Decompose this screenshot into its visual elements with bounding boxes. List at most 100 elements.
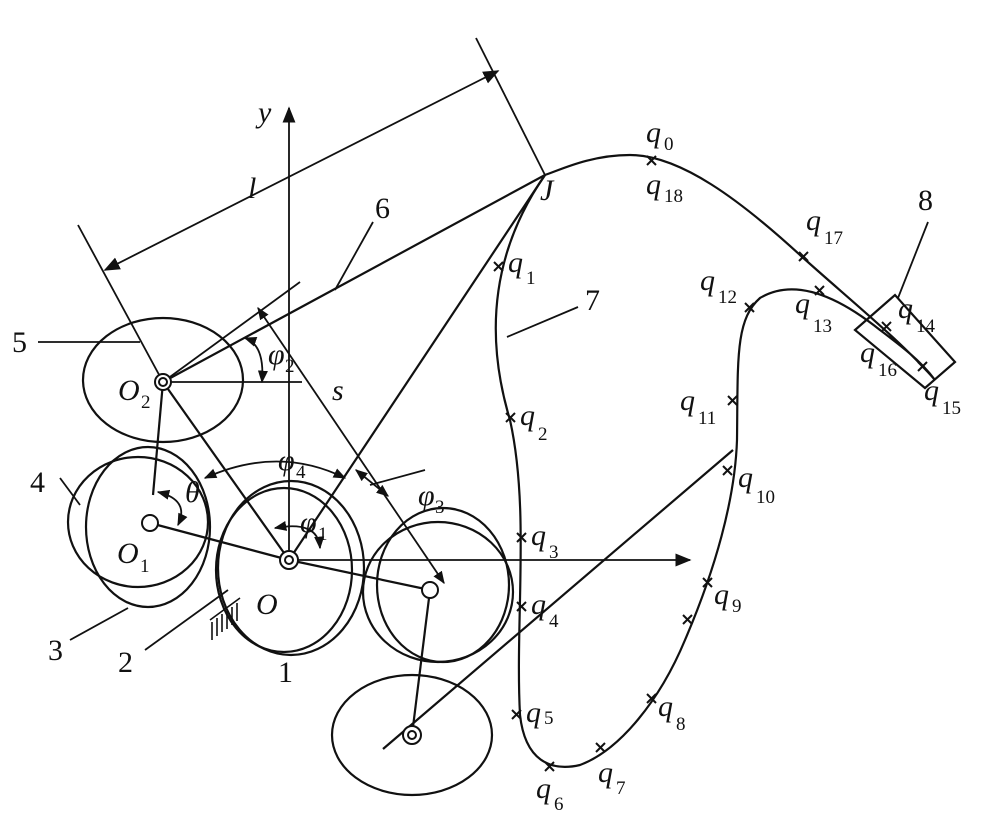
label-part-3: 3 <box>48 634 63 667</box>
q13-sub: 13 <box>813 316 832 337</box>
marker-q3 <box>516 532 527 543</box>
marker-q2 <box>505 412 516 423</box>
q9-sub: 9 <box>732 596 742 617</box>
q10-sub: 10 <box>756 487 775 508</box>
gear-2-outer <box>216 479 366 657</box>
marker-q9b <box>682 614 693 625</box>
dimension-extension-right <box>475 37 546 176</box>
marker-q11 <box>727 395 738 406</box>
marker-q13 <box>814 285 825 296</box>
label-o2-sub: 2 <box>141 392 151 413</box>
label-o1-sub: 1 <box>140 556 150 577</box>
label-phi2-sub: 2 <box>285 356 295 377</box>
marker-q5 <box>511 709 522 720</box>
q-labels: q 0 q 18 q 1 q 2 q 3 q 4 q 5 q 6 q 7 q 8… <box>508 116 961 815</box>
label-l: l <box>248 172 256 205</box>
q16-label: q <box>860 336 875 369</box>
angle-arc-phi1 <box>273 520 325 550</box>
q11-label: q <box>680 384 695 417</box>
link-o-j <box>288 174 546 561</box>
q8-label: q <box>658 690 673 723</box>
q4-label: q <box>531 588 546 621</box>
label-y: y <box>255 96 272 129</box>
gear-right-b <box>375 506 511 664</box>
label-phi1-sub: 1 <box>318 524 328 545</box>
q11-sub: 11 <box>698 408 716 429</box>
coupler-curve <box>494 153 936 768</box>
q8-sub: 8 <box>676 714 686 735</box>
q9-label: q <box>714 578 729 611</box>
ground-hatch <box>209 597 241 640</box>
label-part-8: 8 <box>918 184 933 217</box>
q5-label: q <box>526 696 541 729</box>
angle-arc-phi4 <box>203 460 347 479</box>
joint-o3 <box>421 581 439 599</box>
joint-o2-inner <box>158 377 168 387</box>
q1-sub: 1 <box>526 268 536 289</box>
label-o1: O <box>117 537 139 570</box>
q5-sub: 5 <box>544 708 554 729</box>
q13-label: q <box>795 287 810 320</box>
leader-6 <box>334 221 374 291</box>
q18-label: q <box>646 168 661 201</box>
link-o-o3 <box>288 558 431 592</box>
label-phi4-sub: 4 <box>296 462 306 483</box>
label-phi2: φ <box>268 338 285 371</box>
label-s: s <box>332 374 344 407</box>
label-part-2: 2 <box>118 646 133 679</box>
angle-arc-phi2 <box>243 336 268 384</box>
label-part-4: 4 <box>30 466 45 499</box>
s-dimension-extension <box>369 469 426 486</box>
angle-arc-phi3 <box>355 469 389 497</box>
marker-q6 <box>544 761 555 772</box>
dimension-extension-left <box>77 224 164 383</box>
q0-label: q <box>646 116 661 149</box>
q15-label: q <box>924 374 939 407</box>
label-phi4: φ <box>278 444 295 477</box>
q7-sub: 7 <box>616 778 626 799</box>
q14-sub: 14 <box>916 316 936 337</box>
label-o2: O <box>118 374 140 407</box>
long-link <box>382 449 734 750</box>
label-theta: θ <box>185 476 200 509</box>
q2-label: q <box>520 399 535 432</box>
marker-q8 <box>646 693 657 704</box>
gear-2 <box>214 486 354 654</box>
q12-sub: 12 <box>718 287 737 308</box>
q1-label: q <box>508 246 523 279</box>
marker-q17 <box>798 251 809 262</box>
label-part-5: 5 <box>12 326 27 359</box>
q7-label: q <box>598 756 613 789</box>
q16-sub: 16 <box>878 360 897 381</box>
gear-4 <box>66 455 210 589</box>
q6-sub: 6 <box>554 794 564 815</box>
joint-o1 <box>141 514 159 532</box>
q17-sub: 17 <box>824 228 843 249</box>
component-8 <box>853 293 957 390</box>
q10-label: q <box>738 461 753 494</box>
marker-q9 <box>702 577 713 588</box>
curve-markers <box>493 155 928 772</box>
q12-label: q <box>700 264 715 297</box>
gear-bottom <box>330 673 494 797</box>
q14-label: q <box>898 292 913 325</box>
label-phi3: φ <box>418 479 435 512</box>
leader-8 <box>897 221 929 299</box>
marker-q4 <box>516 601 527 612</box>
q17-label: q <box>806 204 821 237</box>
q18-sub: 18 <box>664 186 683 207</box>
marker-q7 <box>595 742 606 753</box>
s-dimension-upper <box>257 306 445 585</box>
link-o3-o4 <box>410 589 432 736</box>
leader-2 <box>144 589 229 651</box>
label-o: O <box>256 588 278 621</box>
gear-5 <box>81 316 245 444</box>
q3-label: q <box>531 519 546 552</box>
label-part-6: 6 <box>375 192 390 225</box>
leader-3 <box>69 607 129 641</box>
marker-q14 <box>881 321 892 332</box>
q0-sub: 0 <box>664 134 674 155</box>
dimension-l-line <box>103 70 500 271</box>
